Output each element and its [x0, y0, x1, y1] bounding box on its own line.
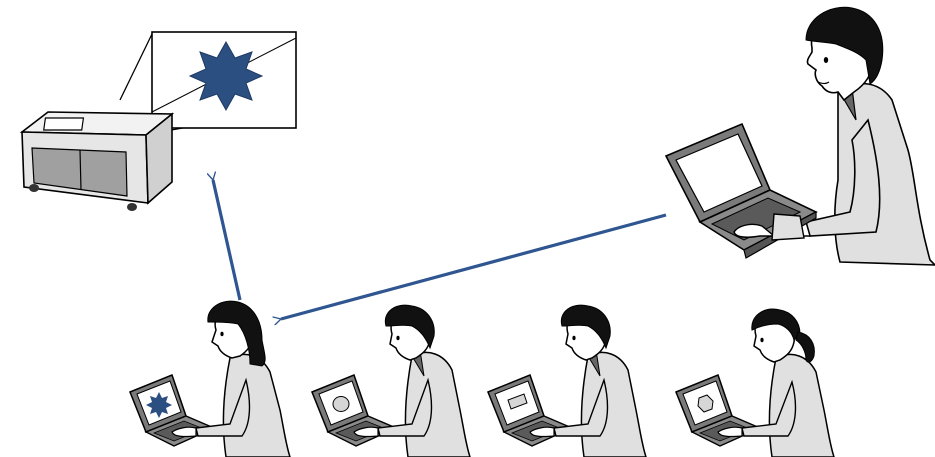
star-icon	[190, 42, 262, 110]
participant-2	[312, 305, 470, 457]
arrow-participant-to-projector	[213, 180, 240, 300]
projection-beam-line	[120, 34, 152, 100]
participant-1	[130, 301, 290, 457]
presenter	[666, 7, 935, 265]
participant-4	[676, 309, 834, 457]
circle-icon	[333, 397, 349, 412]
projector-group	[22, 32, 296, 211]
arrow-presenter-to-participant	[281, 215, 666, 319]
participant-3	[488, 305, 646, 457]
projector-icon	[22, 112, 172, 211]
